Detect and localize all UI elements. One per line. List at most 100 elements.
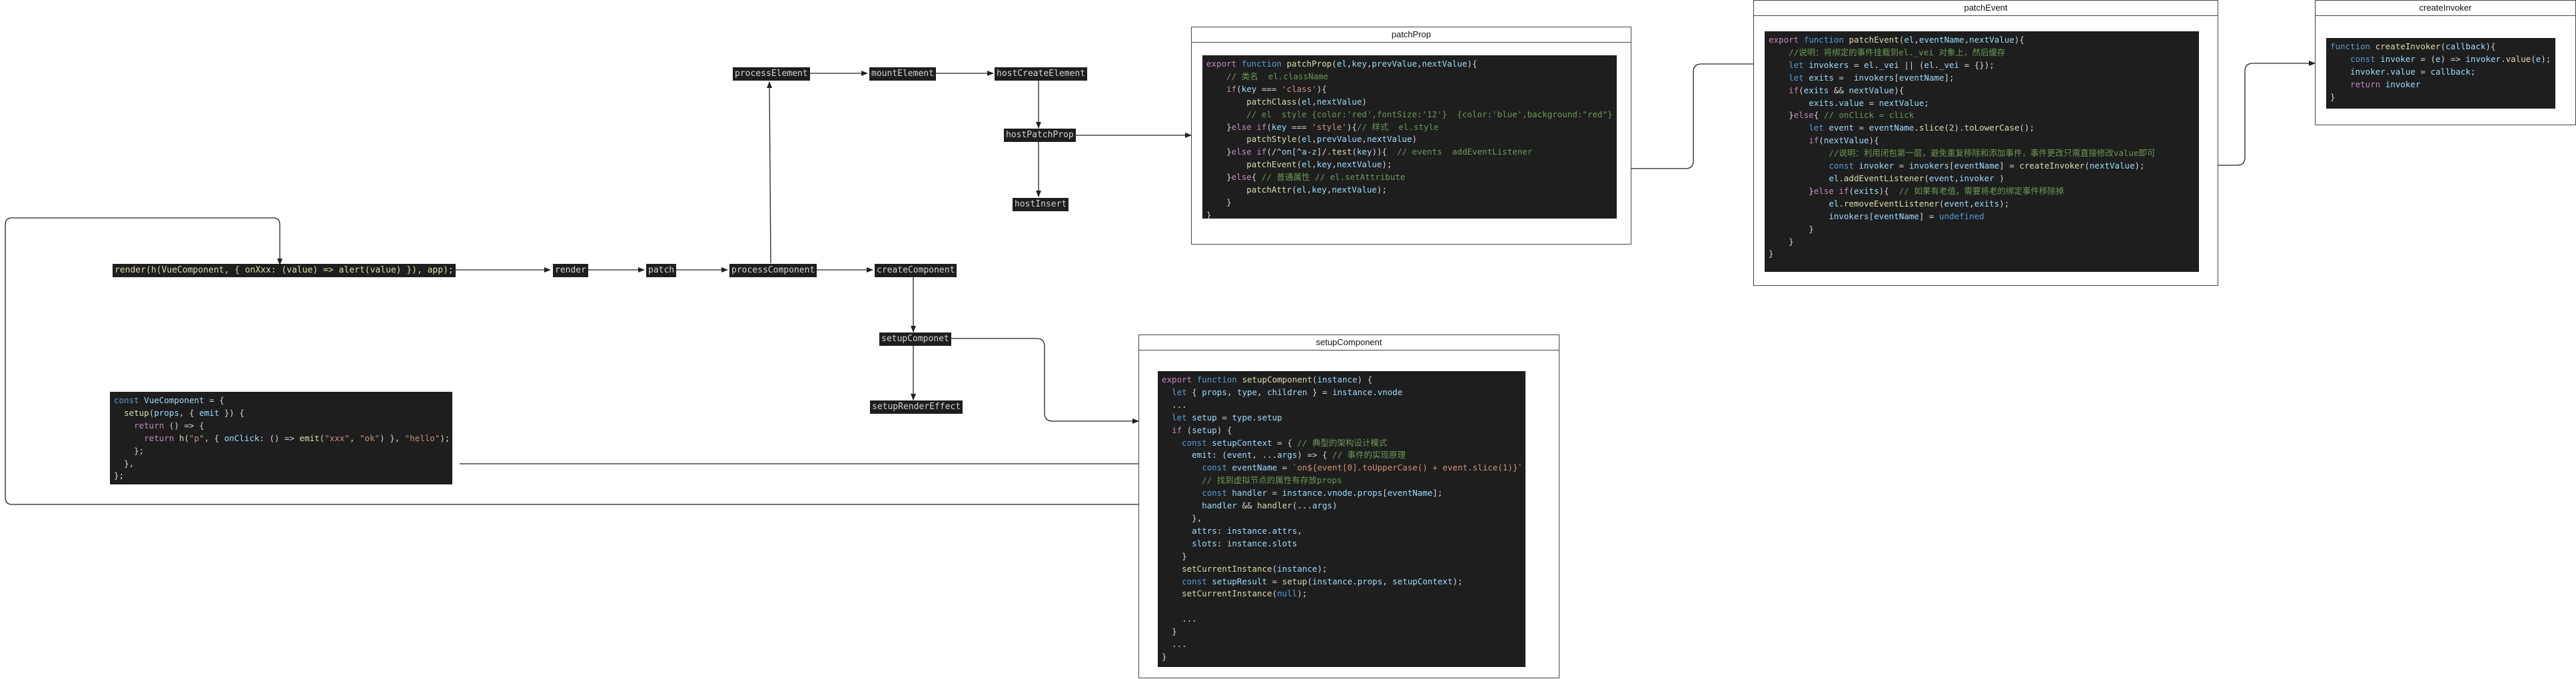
- setupComponent-code-line: attrs: instance.attrs,: [1192, 525, 1302, 536]
- render-label: render: [555, 265, 586, 275]
- node-setupRenderEffect: setupRenderEffect: [870, 400, 963, 414]
- node-hostInsert: hostInsert: [1013, 198, 1069, 211]
- patchEvent-frame: patchEvent export function patchEvent(el…: [1753, 0, 2218, 286]
- vue-component-code-block: const VueComponent = { setup(props, { em…: [110, 392, 452, 484]
- patchEvent-code-line: }else{ // onClick = click: [1789, 110, 1915, 121]
- setupComponent-code-line: let { props, type, children } = instance…: [1172, 386, 1403, 397]
- hostInsert-label: hostInsert: [1015, 199, 1067, 209]
- createInvoker-code-line: function createInvoker(callback){: [2330, 41, 2496, 51]
- patchEvent-code-line: }: [1809, 223, 1814, 234]
- setupComponent-code-block: export function setupComponent(instance)…: [1158, 371, 1525, 667]
- hostCreateElement-label: hostCreateElement: [997, 69, 1086, 79]
- patchProp-code-line: export function patchProp(el,key,prevVal…: [1206, 59, 1478, 69]
- setupComponent-code-line: slots: instance.slots: [1192, 538, 1298, 548]
- edge-setupComponent-back-to-render-call: [5, 217, 1158, 505]
- patchEvent-code-block: export function patchEvent(el,eventName,…: [1765, 31, 2199, 272]
- node-mountElement: mountElement: [869, 67, 936, 81]
- patchProp-code-line: patchClass(el,nextValue): [1246, 96, 1367, 107]
- createInvoker-code-line: return invoker: [2350, 79, 2421, 89]
- patchEvent-code-line: if(exits && nextValue){: [1789, 85, 1905, 95]
- edge-processComponent-to-processElement: [767, 81, 773, 264]
- setupComponent-code-line: }: [1172, 626, 1177, 637]
- createInvoker-frame-title: createInvoker: [2316, 1, 2575, 16]
- patch-label: patch: [648, 265, 675, 275]
- node-createComponent: createComponent: [875, 264, 957, 277]
- setupComponent-code-line: emit: (event, ...args) => { // 事件的实现原理: [1192, 450, 1406, 460]
- setupComponent-code-line: if (setup) {: [1172, 424, 1232, 435]
- hostPatchProp-label: hostPatchProp: [1006, 130, 1074, 140]
- patchProp-code-line: }: [1226, 197, 1232, 207]
- vue-component-code-line: return () => {: [134, 420, 205, 430]
- createInvoker-code-line: const invoker = (e) => invoker.value(e);: [2350, 53, 2551, 64]
- setupComponent-frame-title: setupComponent: [1139, 335, 1559, 350]
- patchEvent-code-line: //说明：将绑定的事件挂载到el._vei 对象上，然后缓存: [1789, 47, 2006, 57]
- edge-patchEvent-to-createInvoker-frame: [2204, 61, 2316, 166]
- patchEvent-code-line: export function patchEvent(el,eventName,…: [1769, 35, 2024, 45]
- vue-component-code-line: setup(props, { emit }) {: [124, 407, 244, 418]
- patchEvent-code-line: if(nextValue){: [1809, 135, 1879, 146]
- setupComponent-code-line: handler && handler(...args): [1202, 500, 1338, 511]
- patchProp-code-line: // 类名 el.className: [1226, 71, 1329, 81]
- edge-setupComponet-to-setupComponent-frame: [950, 338, 1139, 424]
- setupComponent-code-line: ...: [1172, 639, 1187, 650]
- setupComponent-code-line: const eventName = `on${event[0].toUpperC…: [1202, 462, 1523, 473]
- setupComponet-label: setupComponet: [881, 334, 949, 344]
- patchEvent-code-line: //说明：利用闭包第一层，避免重复移除和添加事件，事件更改只需直接修改value…: [1829, 148, 2156, 159]
- patchEvent-code-line: el.removeEventListener(event,exits);: [1829, 198, 2010, 209]
- node-hostCreateElement: hostCreateElement: [995, 67, 1088, 81]
- setupComponent-code-line: setCurrentInstance(instance);: [1182, 563, 1328, 574]
- createInvoker-code-line: }: [2330, 91, 2336, 102]
- node-patch: patch: [646, 264, 677, 277]
- setupComponent-code-line: let setup = type.setup: [1172, 412, 1282, 422]
- patchProp-code-line: }else if(key === 'style'){// 样式 el.style: [1226, 121, 1439, 132]
- patchEvent-code-line: }else if(exits){ // 如果有老值，需要将老的绑定事件移除掉: [1809, 185, 2064, 196]
- vue-component-code-line: },: [124, 458, 135, 468]
- patchProp-code-line: patchEvent(el,key,nextValue);: [1246, 159, 1392, 170]
- setupComponent-code-line: const setupResult = setup(instance.props…: [1182, 576, 1463, 586]
- setupComponent-code-line: setCurrentInstance(null);: [1182, 588, 1308, 599]
- node-processElement: processElement: [733, 67, 810, 81]
- setupRenderEffect-label: setupRenderEffect: [872, 402, 961, 412]
- edge-patchProp-to-patchEvent-frame: [1624, 61, 1764, 169]
- processComponent-label: processComponent: [731, 265, 815, 275]
- processElement-label: processElement: [735, 69, 808, 79]
- setupComponent-code-line: const handler = instance.vnode.props[eve…: [1202, 488, 1443, 498]
- patchEvent-code-line: let invokers = el._vei || (el._vei = {})…: [1789, 59, 1994, 70]
- patchProp-code-line: patchAttr(el,key,nextValue);: [1246, 185, 1387, 195]
- patchEvent-code-line: exits.value = nextValue;: [1809, 97, 1929, 108]
- patchProp-frame-title: patchProp: [1192, 27, 1631, 43]
- node-setupComponet: setupComponet: [879, 333, 951, 346]
- createComponent-label: createComponent: [877, 265, 955, 275]
- setupComponent-code-line: ...: [1182, 614, 1197, 624]
- vue-component-code-line: };: [134, 445, 145, 456]
- vue-component-code-line: const VueComponent = {: [114, 395, 224, 405]
- patchEvent-code-line: const invoker = invokers[eventName] = cr…: [1829, 161, 2145, 171]
- vue-component-code-line: };: [114, 470, 125, 481]
- patchEvent-code-line: }: [1769, 249, 1774, 259]
- patchProp-frame: patchProp export function patchProp(el,k…: [1191, 27, 1631, 245]
- setupComponent-code-line: }: [1162, 651, 1167, 662]
- setupComponent-code-line: }: [1182, 550, 1187, 561]
- patchProp-code-line: }else{ // 普通属性 // el.setAttribute: [1226, 172, 1406, 183]
- patchEvent-code-line: }: [1789, 236, 1794, 247]
- createInvoker-code-line: invoker.value = callback;: [2350, 66, 2476, 77]
- createInvoker-code-block: function createInvoker(callback){ const …: [2326, 38, 2555, 109]
- node-render: render: [553, 264, 588, 277]
- patchEvent-code-line: let exits = invokers[eventName];: [1789, 72, 1954, 83]
- node-processComponent: processComponent: [729, 264, 817, 277]
- vue-component-code-line: return h("p", { onClick: () => emit("xxx…: [144, 432, 450, 443]
- setupComponent-code-line: // 找到虚拟节点的属性有存放props: [1202, 475, 1342, 486]
- setupComponent-code-line: ...: [1172, 399, 1187, 410]
- patchProp-code-block: export function patchProp(el,key,prevVal…: [1202, 55, 1617, 219]
- patchProp-code-line: if(key === 'class'){: [1226, 83, 1327, 94]
- patchProp-code-line: }: [1206, 209, 1212, 219]
- patchProp-code-line: // el style {color:'red',fontSize:'12'} …: [1246, 109, 1613, 119]
- patchProp-code-line: patchStyle(el,prevValue,nextValue): [1246, 134, 1418, 145]
- patchEvent-code-line: invokers[eventName] = undefined: [1829, 211, 1984, 221]
- patchProp-code-line: }else if(/^on[^a-z]/.test(key)){ // even…: [1226, 147, 1533, 157]
- patchEvent-frame-title: patchEvent: [1754, 1, 2218, 16]
- setupComponent-code-line: [1162, 600, 1521, 613]
- render-call-label: render(h(VueComponent, { onXxx: (value) …: [115, 265, 454, 275]
- setupComponent-code-line: export function setupComponent(instance)…: [1162, 374, 1373, 384]
